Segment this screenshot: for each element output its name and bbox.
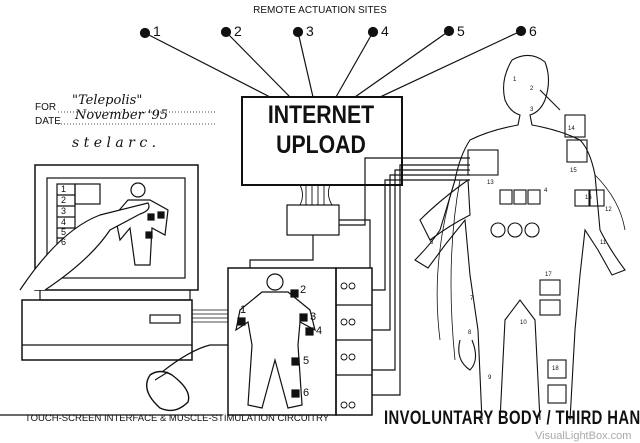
- muscle-stimulation-panel: [227, 164, 470, 416]
- body-label: 10: [520, 320, 527, 326]
- for-label: FOR: [35, 102, 57, 113]
- internet-upload-box: [241, 96, 403, 186]
- site-label: 3: [306, 23, 314, 39]
- body-label: 8: [468, 330, 472, 336]
- actuation-lines: [139, 25, 527, 98]
- site-label: 4: [381, 23, 389, 39]
- body-label: 15: [570, 168, 577, 174]
- for-value: "Telepolis": [72, 93, 143, 108]
- site-label: 5: [457, 23, 465, 39]
- screen-list-item[interactable]: 1: [61, 184, 67, 194]
- signature: s t e l a r c .: [72, 135, 157, 151]
- body-label: 2: [530, 86, 534, 92]
- panel-number: 5: [303, 355, 310, 367]
- body-label: 11: [600, 240, 607, 246]
- relay-box: [286, 204, 340, 236]
- body-label: 4: [544, 188, 548, 194]
- touch-screen-monitor: [0, 164, 222, 416]
- body-label: 14: [568, 126, 575, 132]
- date-label: DATE: [35, 116, 61, 127]
- watermark: VisualLightBox.com: [535, 430, 632, 442]
- screen-list-item[interactable]: 4: [61, 217, 67, 227]
- body-label: 6: [430, 240, 434, 246]
- body-label: 17: [545, 272, 552, 278]
- panel-number: 2: [300, 284, 307, 296]
- site-label: 2: [234, 23, 242, 39]
- panel-number: 1: [240, 304, 247, 316]
- upload-line-1: INTERNET: [267, 101, 375, 129]
- mouse: [146, 344, 228, 412]
- panel-number: 3: [310, 311, 317, 323]
- screen-list-item[interactable]: 6: [61, 237, 67, 247]
- body-label: 1: [513, 77, 517, 83]
- internet-upload-label: INTERNET UPLOAD: [252, 100, 390, 160]
- remote-actuation-sites-title: REMOTE ACTUATION SITES: [253, 5, 387, 16]
- screen-list-item[interactable]: 5: [61, 227, 67, 237]
- body-label: 7: [470, 296, 474, 302]
- body-label: 3: [530, 107, 534, 113]
- caption-touch-screen-circuitry: TOUCH-SCREEN INTERFACE & MUSCLE-STIMULAT…: [25, 413, 330, 424]
- body-label: 18: [552, 366, 559, 372]
- site-label: 1: [153, 23, 161, 39]
- date-value: November '95: [75, 108, 169, 123]
- body-label: 13: [487, 180, 494, 186]
- upload-line-2: UPLOAD: [276, 131, 366, 159]
- body-label: 12: [605, 207, 612, 213]
- screen-list-item[interactable]: 2: [61, 195, 67, 205]
- caption-involuntary-body: INVOLUNTARY BODY / THIRD HAND: [384, 408, 640, 429]
- body-label: 16: [585, 195, 592, 201]
- screen-list-item[interactable]: 3: [61, 206, 67, 216]
- site-label: 6: [529, 23, 537, 39]
- panel-number: 4: [316, 325, 323, 337]
- involuntary-body-figure: [414, 54, 626, 421]
- body-label: 9: [488, 375, 492, 381]
- panel-number: 6: [303, 387, 310, 399]
